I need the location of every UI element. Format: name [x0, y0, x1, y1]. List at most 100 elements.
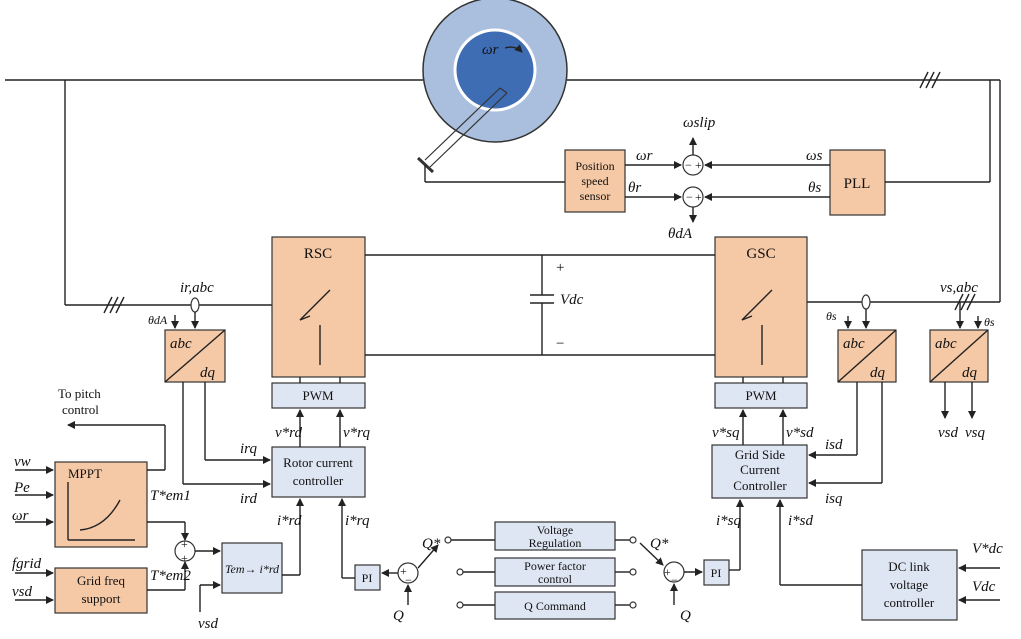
svg-text:abc: abc [843, 336, 865, 352]
rotor-current-controller: Rotor current controller v*rd v*rq irq i… [182, 382, 370, 575]
reactive-power-options: Voltage Regulation Power factor control … [444, 521, 637, 620]
svg-text:voltage: voltage [890, 577, 928, 592]
svg-text:θs: θs [984, 315, 995, 329]
svg-text:Q: Q [680, 608, 691, 624]
svg-text:−: − [556, 336, 564, 352]
svg-text:isd: isd [825, 437, 843, 453]
svg-text:−: − [686, 190, 693, 204]
svg-text:abc: abc [935, 336, 957, 352]
svg-text:θs: θs [808, 180, 821, 196]
vs-abc-label: vs,abc [940, 280, 978, 296]
svg-text:isq: isq [825, 491, 843, 507]
svg-text:Q Command: Q Command [524, 599, 586, 613]
svg-text:Vdc: Vdc [972, 579, 996, 595]
svg-text:irq: irq [240, 441, 257, 457]
svg-text:Position: Position [575, 159, 614, 173]
svg-text:GSC: GSC [746, 246, 775, 262]
svg-text:Rotor current: Rotor current [283, 455, 353, 470]
svg-text:Grid freq: Grid freq [77, 573, 126, 588]
svg-text:+: + [400, 564, 407, 578]
svg-text:To pitch: To pitch [58, 386, 101, 401]
mppt-block: MPPT vw Pe ωr To pitch control T*em1 [12, 386, 191, 548]
svg-text:ird: ird [240, 491, 257, 507]
svg-text:PWM: PWM [745, 388, 777, 403]
svg-text:Tem→ i*rd: Tem→ i*rd [225, 562, 280, 576]
svg-text:PI: PI [711, 566, 722, 580]
svg-text:−: − [405, 573, 412, 587]
dc-link: + − Vdc [365, 254, 715, 356]
svg-text:v*rd: v*rd [275, 425, 302, 441]
svg-text:Controller: Controller [733, 478, 787, 493]
svg-text:v*sq: v*sq [712, 425, 740, 441]
stator-bus [5, 71, 1001, 314]
svg-text:T*em1: T*em1 [150, 488, 191, 504]
svg-text:PI: PI [362, 571, 373, 585]
generator: ωr [416, 0, 568, 174]
svg-text:Q*: Q* [650, 536, 669, 552]
svg-text:dq: dq [200, 365, 216, 381]
grid-abc-dq-voltage: abc dq θs vs,abc vsd vsq [929, 280, 995, 441]
svg-text:ωr: ωr [636, 148, 653, 164]
svg-text:controller: controller [884, 595, 935, 610]
svg-text:PLL: PLL [844, 176, 871, 192]
svg-text:θr: θr [628, 180, 641, 196]
svg-text:speed: speed [581, 174, 608, 188]
svg-text:+: + [556, 260, 564, 276]
slip-summing-junction: − + ωslip ωr [625, 115, 716, 176]
svg-text:PWM: PWM [302, 388, 334, 403]
svg-text:+: + [695, 190, 702, 204]
svg-text:Q*: Q* [422, 536, 441, 552]
svg-text:−: − [685, 158, 692, 172]
generator-omega-label: ωr [482, 42, 499, 58]
svg-text:vw: vw [14, 454, 31, 470]
gsc-converter: GSC [714, 236, 808, 378]
grid-freq-support: Grid freq support fgrid vsd T*em2 [12, 556, 191, 614]
torque-to-current-block: Tem→ i*rd vsd [198, 542, 300, 632]
svg-text:Power factor: Power factor [524, 559, 586, 573]
svg-text:+: + [181, 537, 188, 551]
svg-text:ωs: ωs [806, 148, 823, 164]
svg-text:dq: dq [962, 365, 978, 381]
svg-text:dq: dq [870, 365, 886, 381]
theta-summing-junction: − + θdA θr [625, 180, 704, 242]
pwm-right: PWM [714, 377, 808, 409]
grid-abc-dq-gsc: abc dq θs [826, 309, 897, 383]
svg-text:+: + [695, 158, 702, 172]
svg-text:vsd: vsd [938, 425, 958, 441]
svg-text:Pe: Pe [13, 480, 30, 496]
encoder-line [424, 165, 565, 183]
grid-side-current-controller: Grid Side Current Controller v*sq v*sd i… [711, 382, 883, 585]
svg-text:abc: abc [170, 336, 192, 352]
svg-text:vsd: vsd [12, 584, 32, 600]
svg-text:V*dc: V*dc [972, 541, 1003, 557]
position-speed-sensor: Position speed sensor [564, 149, 626, 213]
pll-block: PLL ωs θs [704, 80, 991, 216]
svg-text:Q: Q [393, 608, 404, 624]
svg-text:−: − [671, 573, 678, 587]
svg-text:control: control [538, 572, 573, 586]
ir-abc-label: ir,abc [180, 280, 214, 296]
svg-text:controller: controller [293, 473, 344, 488]
svg-text:i*rd: i*rd [277, 513, 302, 529]
svg-text:i*sq: i*sq [716, 513, 742, 529]
svg-text:Current: Current [740, 462, 780, 477]
svg-text:ωr: ωr [12, 508, 29, 524]
omega-slip-label: ωslip [683, 115, 716, 131]
torque-summing-junction: + + [174, 537, 221, 565]
svg-text:T*em2: T*em2 [150, 568, 191, 584]
svg-text:i*sd: i*sd [788, 513, 814, 529]
svg-text:θdA: θdA [148, 313, 168, 327]
svg-text:Voltage: Voltage [537, 523, 573, 537]
svg-text:+: + [664, 565, 671, 579]
rotor-abc-dq: abc dq θdA ir,abc [148, 280, 226, 383]
vdc-label: Vdc [560, 292, 584, 308]
svg-text:MPPT: MPPT [68, 466, 102, 481]
svg-text:fgrid: fgrid [12, 556, 42, 572]
svg-text:control: control [62, 402, 99, 417]
svg-text:θs: θs [826, 309, 837, 323]
svg-text:sensor: sensor [580, 189, 611, 203]
svg-text:v*rq: v*rq [343, 425, 370, 441]
pi-left: PI + − Q Q* [341, 536, 441, 624]
svg-text:Regulation: Regulation [529, 536, 582, 550]
